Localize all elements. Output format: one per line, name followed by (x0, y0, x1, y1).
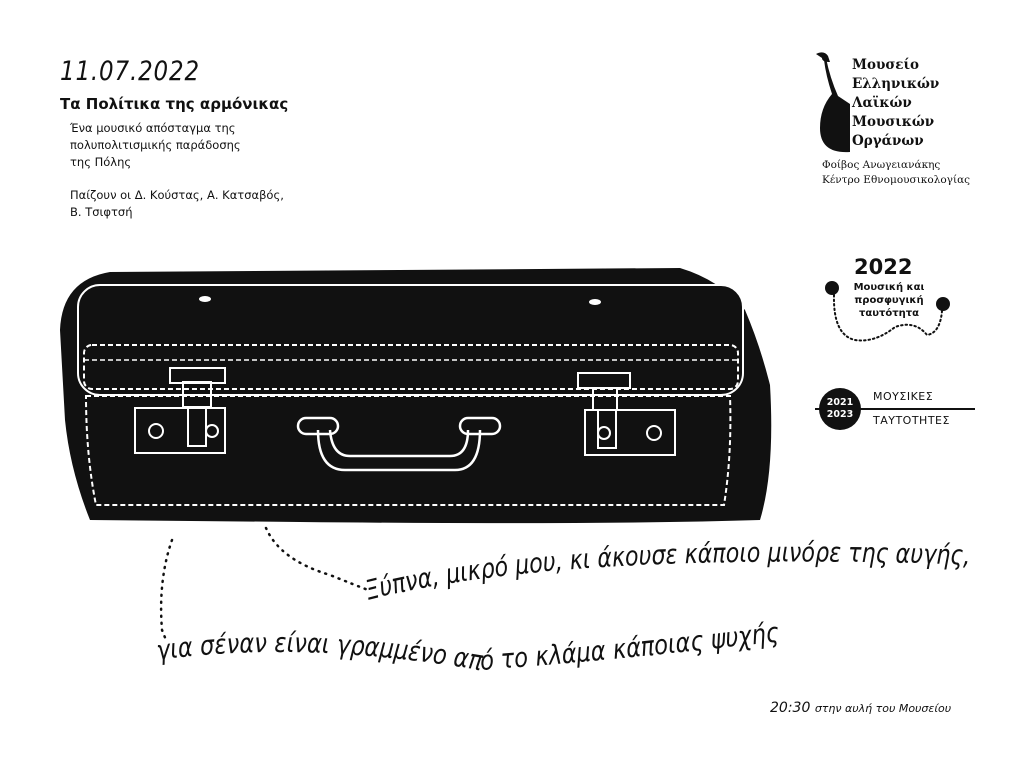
identities-logo: 2021 2023 ΜΟΥΣΙΚΕΣ ΤΑΥΤΟΤΗΤΕΣ (815, 388, 985, 433)
center-line: Φοίβος Ανωγειανάκης (822, 159, 941, 171)
event-place: στην αυλή του Μουσείου (814, 702, 952, 715)
event-date: 11.07.2022 (60, 56, 200, 87)
players-line: Παίζουν οι Δ. Κούστας, Α. Κατσαβός, (70, 188, 284, 202)
handle (296, 416, 502, 472)
lyrics-line-2-text: για σέναν είναι γραμμένο από το κλάμα κά… (155, 617, 781, 677)
divider-line (815, 408, 975, 410)
museum-name: Μουσείο Ελληνικών Λαϊκών Μουσικών Οργάνω… (852, 56, 939, 151)
center-line: Κέντρο Εθνομουσικολογίας (822, 174, 971, 186)
subtitle-line: της Πόλης (70, 155, 132, 169)
suitcase-lid (77, 284, 744, 396)
latch-right (577, 372, 676, 456)
theme-year: 2022 (854, 255, 913, 279)
subtitle-line: Ένα μουσικό απόσταγμα της (70, 121, 236, 135)
lyrics-line-1: Ξύπνα, μικρό μου, κι άκουσε κάποιο μινόρ… (362, 538, 971, 607)
museum-center: Φοίβος Ανωγειανάκης Κέντρο Εθνομουσικολο… (822, 158, 970, 188)
players-line: Β. Τσιφτσή (70, 205, 133, 219)
subtitle-line: πολυπολιτισμικής παράδοσης (70, 138, 241, 152)
dotted-path-icon (825, 281, 950, 342)
suitcase-body (84, 395, 732, 506)
year-end: 2023 (826, 409, 854, 420)
dotted-trails (159, 526, 370, 642)
museum-name-line: Λαϊκών (852, 95, 912, 111)
latch-left (134, 367, 226, 454)
theme-line: Μουσική και (853, 282, 925, 293)
identities-line1: ΜΟΥΣΙΚΕΣ (873, 390, 934, 403)
museum-name-line: Οργάνων (852, 133, 924, 149)
years-badge: 2021 2023 (819, 388, 861, 430)
event-title: Τα Πολίτικα της αρμόνικας (60, 95, 289, 113)
event-players: Παίζουν οι Δ. Κούστας, Α. Κατσαβός, Β. Τ… (70, 187, 330, 221)
museum-name-line: Μουσικών (852, 114, 935, 130)
event-subtitle: Ένα μουσικό απόσταγμα της πολυπολιτισμικ… (70, 120, 330, 171)
time-place: 20:30 στην αυλή του Μουσείου (770, 700, 951, 716)
event-time: 20:30 (770, 700, 811, 716)
theme-line: προσφυγική (854, 295, 924, 306)
theme-line: ταυτότητα (858, 308, 919, 319)
identities-line2: ΤΑΥΤΟΤΗΤΕΣ (873, 414, 950, 427)
theme-text: Μουσική και προσφυγική ταυτότητα (853, 281, 925, 320)
museum-name-line: Ελληνικών (852, 76, 940, 92)
museum-name-line: Μουσείο (852, 57, 920, 73)
year-start: 2021 (826, 397, 854, 408)
lyrics-line-2: για σέναν είναι γραμμένο από το κλάμα κά… (155, 617, 781, 677)
lute-logo-icon (816, 52, 850, 153)
lyrics-line-1-text: Ξύπνα, μικρό μου, κι άκουσε κάποιο μινόρ… (362, 538, 971, 607)
